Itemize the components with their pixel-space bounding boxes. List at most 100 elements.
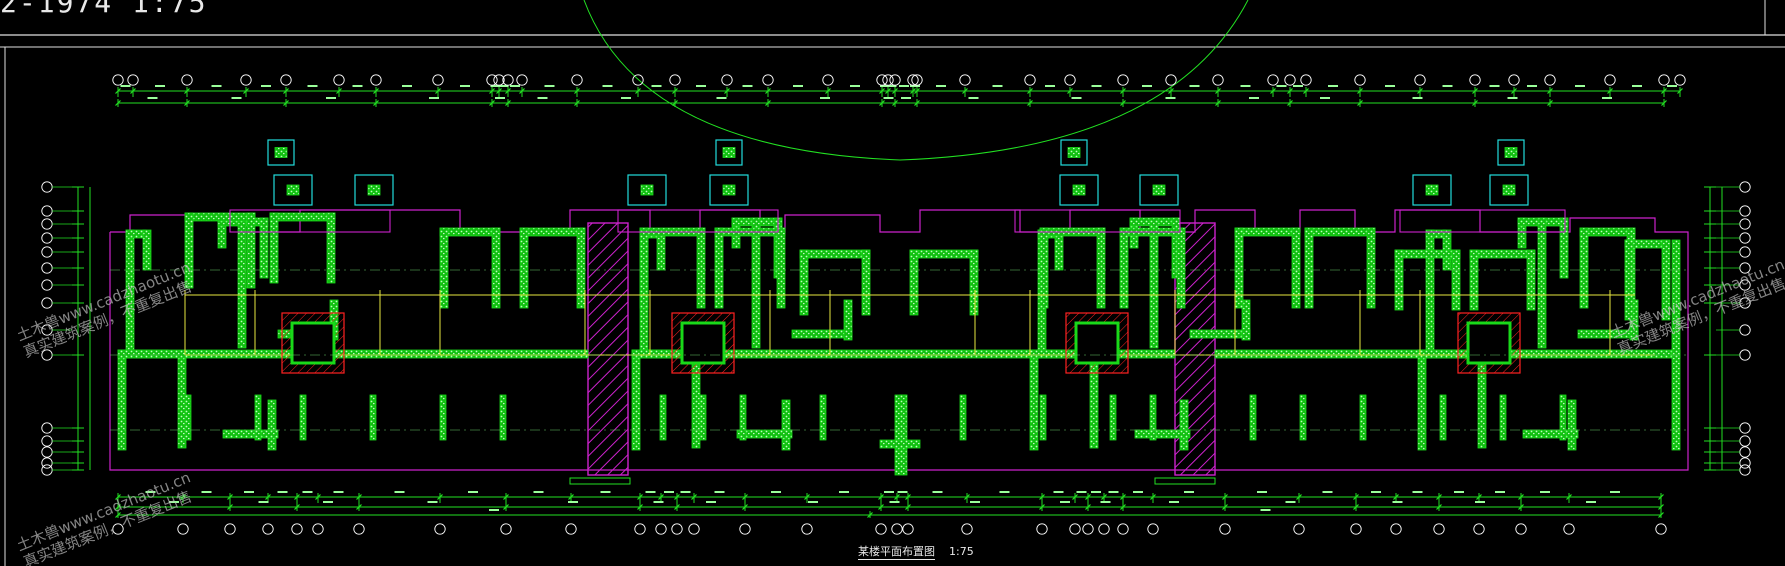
shear-wall — [799, 249, 809, 316]
bottom-dim-chain-a-dim-text — [600, 491, 611, 493]
shear-wall — [1304, 227, 1376, 237]
top-dim-chain-b-dim-text — [1071, 97, 1082, 99]
axis-bubble-top — [911, 74, 923, 86]
axis-bubble-right — [1739, 435, 1751, 447]
axis-bubble-left — [41, 205, 53, 217]
shear-wall — [1039, 394, 1047, 441]
axis-bubble-right — [1739, 446, 1751, 458]
top-dim-chain-b-slash — [489, 100, 495, 106]
shear-wall — [184, 394, 192, 441]
top-dim-chain-a — [115, 85, 1683, 97]
axis-bubble-right — [1739, 464, 1751, 476]
bottom-dim-chain-a-dim-text — [839, 491, 849, 493]
axis-bubble-top — [1544, 74, 1556, 86]
top-dim-chain-a-slash — [1215, 88, 1221, 94]
shear-wall — [696, 227, 706, 309]
shear-wall — [631, 349, 641, 451]
equipment-core — [640, 184, 654, 196]
stair-core-inner — [1466, 321, 1512, 365]
shear-wall — [1299, 394, 1307, 441]
top-dim-chain-b-slash — [1287, 100, 1293, 106]
bottom-dim-chain-b-slash — [1353, 504, 1359, 510]
axis-bubble-top — [280, 74, 292, 86]
axis-bubble-right — [1739, 246, 1751, 258]
bottom-dim-chain-b-slash — [503, 504, 509, 510]
shear-wall — [1394, 249, 1461, 259]
top-dim-chain-b-dim-text — [1320, 97, 1330, 99]
bottom-dim-chain-total-slash — [867, 512, 873, 518]
bottom-dim-chain-total-slash — [115, 512, 121, 518]
shear-wall — [1559, 394, 1567, 441]
bottom-dim-chain-a-dim-text — [645, 491, 656, 493]
top-dim-chain-a-dim-text — [793, 85, 803, 87]
shear-wall — [246, 212, 256, 289]
shaft-dim-box — [569, 477, 631, 485]
axis-bubble-top — [1508, 74, 1520, 86]
top-dim-chain-b-slash — [879, 100, 885, 106]
top-dim-chain-b-dim-text — [326, 97, 336, 99]
top-dim-chain-a-slash — [115, 88, 121, 94]
left-dim-chain — [72, 186, 91, 471]
shear-wall — [1624, 239, 1634, 321]
axis-bubble-top — [1354, 74, 1366, 86]
axis-bubble-bottom — [1563, 523, 1575, 535]
equipment-box — [1497, 139, 1525, 166]
bottom-dim-chain-b-slash — [1039, 504, 1045, 510]
top-dim-chain-b-dim-text — [1507, 97, 1518, 99]
axis-bubble-bottom — [1219, 523, 1231, 535]
axis-bubble-left — [41, 435, 53, 447]
bottom-dim-chain-a-dim-text — [1184, 491, 1194, 493]
top-dim-chain-a-slash — [1027, 88, 1033, 94]
top-dim-chain-a-slash — [1472, 88, 1478, 94]
shear-wall — [699, 394, 707, 441]
shear-wall — [1149, 217, 1159, 349]
top-dim-chain-a-slash — [1270, 88, 1276, 94]
equipment-box — [273, 174, 313, 206]
equipment-box — [1060, 139, 1088, 166]
bottom-dim-chain-a-dim-text — [1133, 491, 1143, 493]
equipment-box — [715, 139, 743, 166]
bottom-dim-chain-a-slash — [1658, 494, 1664, 500]
shear-wall — [1096, 227, 1106, 309]
top-dim-chain-a-dim-text — [886, 85, 897, 87]
bottom-dim-chain-a-slash — [1101, 494, 1107, 500]
axis-bubble-top — [1117, 74, 1129, 86]
top-dim-chain-a-slash — [373, 88, 379, 94]
bottom-dim-chain-b-slash — [905, 504, 911, 510]
top-dim-chain-b-slash — [184, 100, 190, 106]
arc-curve — [583, 0, 1249, 161]
shear-wall — [1469, 249, 1479, 311]
shear-wall — [267, 399, 277, 451]
shear-wall — [1425, 229, 1435, 351]
bottom-dim-chain-a-slash — [294, 494, 300, 500]
top-dim-chain-b-dim-text — [901, 97, 911, 99]
shear-wall — [1661, 239, 1671, 321]
top-dim-chain-b-slash — [765, 100, 771, 106]
top-dim-chain-b-dim-text — [820, 97, 830, 99]
bottom-dim-chain-b-dim-text — [970, 501, 980, 503]
equipment-box — [267, 139, 295, 166]
axis-bubble-bottom — [739, 523, 751, 535]
bottom-dim-chain-a-slash — [964, 494, 970, 500]
bottom-dim-chain-a-slash — [658, 494, 664, 500]
shear-wall — [117, 349, 589, 359]
roof-outline — [617, 209, 779, 233]
shear-wall — [1249, 394, 1257, 441]
top-dim-chain-a-dim-text — [544, 85, 555, 87]
shear-wall — [269, 212, 279, 284]
axis-bubble-top — [181, 74, 193, 86]
shear-wall — [879, 439, 921, 449]
axis-bubble-top — [571, 74, 583, 86]
axis-bubble-right — [1739, 181, 1751, 193]
shear-wall — [969, 249, 979, 316]
shear-wall — [1241, 299, 1251, 341]
shear-wall — [781, 399, 791, 451]
bottom-dim-chain-b-dim-text — [1285, 501, 1296, 503]
axis-bubble-bottom — [1473, 523, 1485, 535]
axis-bubble-top — [1024, 74, 1036, 86]
top-dim-chain-a-dim-text — [880, 85, 890, 87]
bottom-dim-chain-a-dim-text — [1108, 491, 1119, 493]
bottom-dim-chain-a-slash — [503, 494, 509, 500]
bottom-dim-chain-a-slash — [115, 494, 121, 500]
